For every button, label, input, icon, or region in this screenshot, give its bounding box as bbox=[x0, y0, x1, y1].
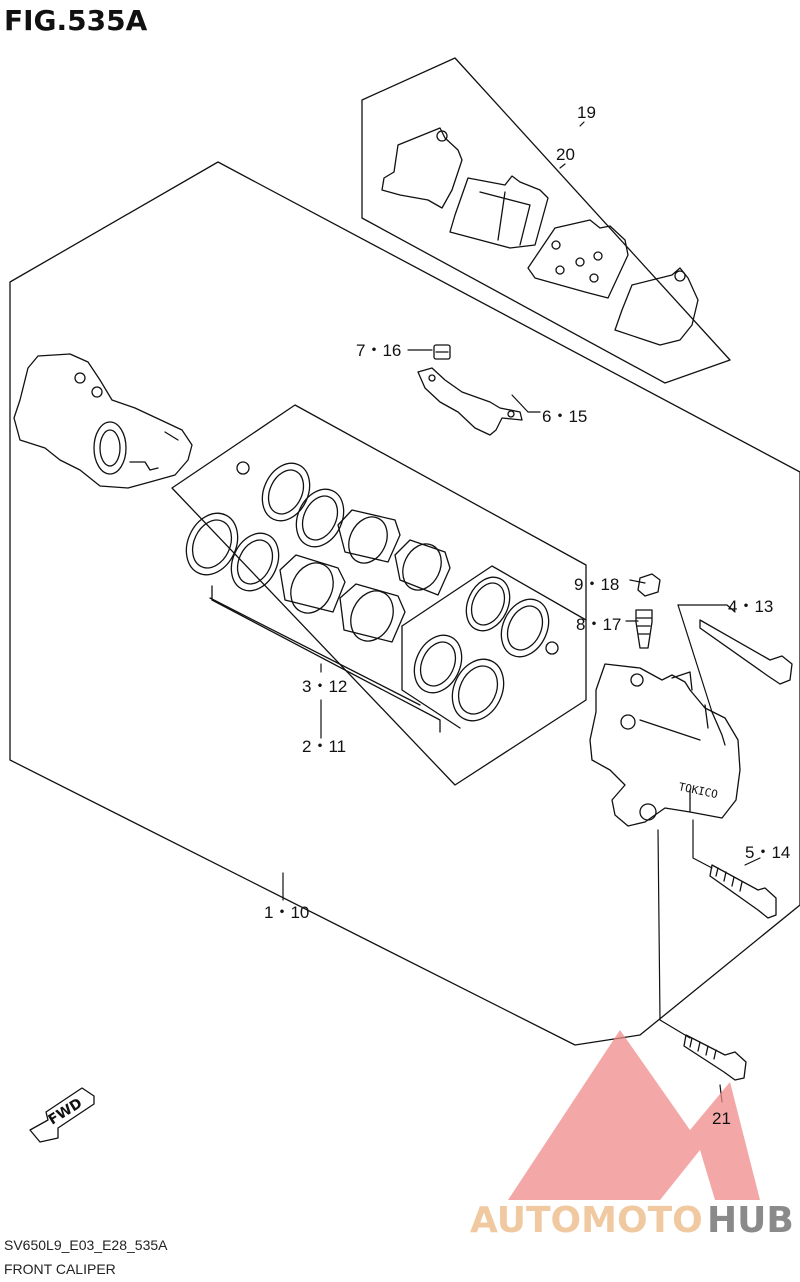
mounting-bolt-lower bbox=[683, 1034, 747, 1081]
pad-pin bbox=[699, 619, 793, 685]
bleeder-screw bbox=[635, 609, 653, 649]
brake-pad-outer-right bbox=[614, 267, 699, 346]
callout-1-10: 1・10 bbox=[264, 903, 309, 922]
brake-pad-outer-left bbox=[381, 127, 463, 209]
caliper-body bbox=[589, 663, 741, 827]
piston-seal-kit-box bbox=[171, 404, 587, 786]
callout-4-13: 4・13 bbox=[728, 597, 773, 616]
brake-pad-set-box bbox=[361, 57, 731, 384]
seal-kit-inner-box bbox=[211, 585, 441, 733]
callout-9-18: 9・18 bbox=[574, 575, 619, 594]
figure-number: FIG.535A bbox=[4, 4, 148, 37]
bleeder-cap bbox=[637, 573, 661, 597]
pad-pin-screw bbox=[433, 344, 451, 360]
watermark-text-automoto: AUTOMOTO bbox=[470, 1200, 703, 1241]
pad-spring bbox=[417, 367, 523, 436]
brake-pad-inner-right bbox=[527, 219, 629, 299]
caliper-outer-half bbox=[13, 353, 193, 489]
callout-20: 20 bbox=[556, 145, 575, 164]
fwd-arrow bbox=[29, 1087, 95, 1143]
figure-caption: FRONT CALIPER bbox=[4, 1261, 116, 1277]
callout-19: 19 bbox=[577, 103, 596, 122]
caliper-assembly-box bbox=[9, 161, 800, 1046]
callout-21: 21 bbox=[712, 1109, 731, 1128]
caliper-marking: TOKICO bbox=[677, 780, 719, 801]
mounting-bolt-upper bbox=[709, 864, 777, 919]
callout-3-12: 3・12 bbox=[302, 677, 347, 696]
piston-seal-rings bbox=[185, 461, 559, 722]
callout-7-16: 7・16 bbox=[356, 341, 401, 360]
callout-8-17: 8・17 bbox=[576, 615, 621, 634]
watermark-text-hub: HUB bbox=[707, 1200, 794, 1241]
callout-2-11: 2・11 bbox=[302, 737, 346, 756]
pistons bbox=[279, 509, 451, 643]
callout-6-15: 6・15 bbox=[542, 407, 587, 426]
callout-5-14: 5・14 bbox=[745, 843, 790, 862]
watermark-logo-icon bbox=[508, 1030, 760, 1200]
model-code: SV650L9_E03_E28_535A bbox=[4, 1237, 168, 1253]
brake-pad-inner-left bbox=[449, 175, 549, 249]
